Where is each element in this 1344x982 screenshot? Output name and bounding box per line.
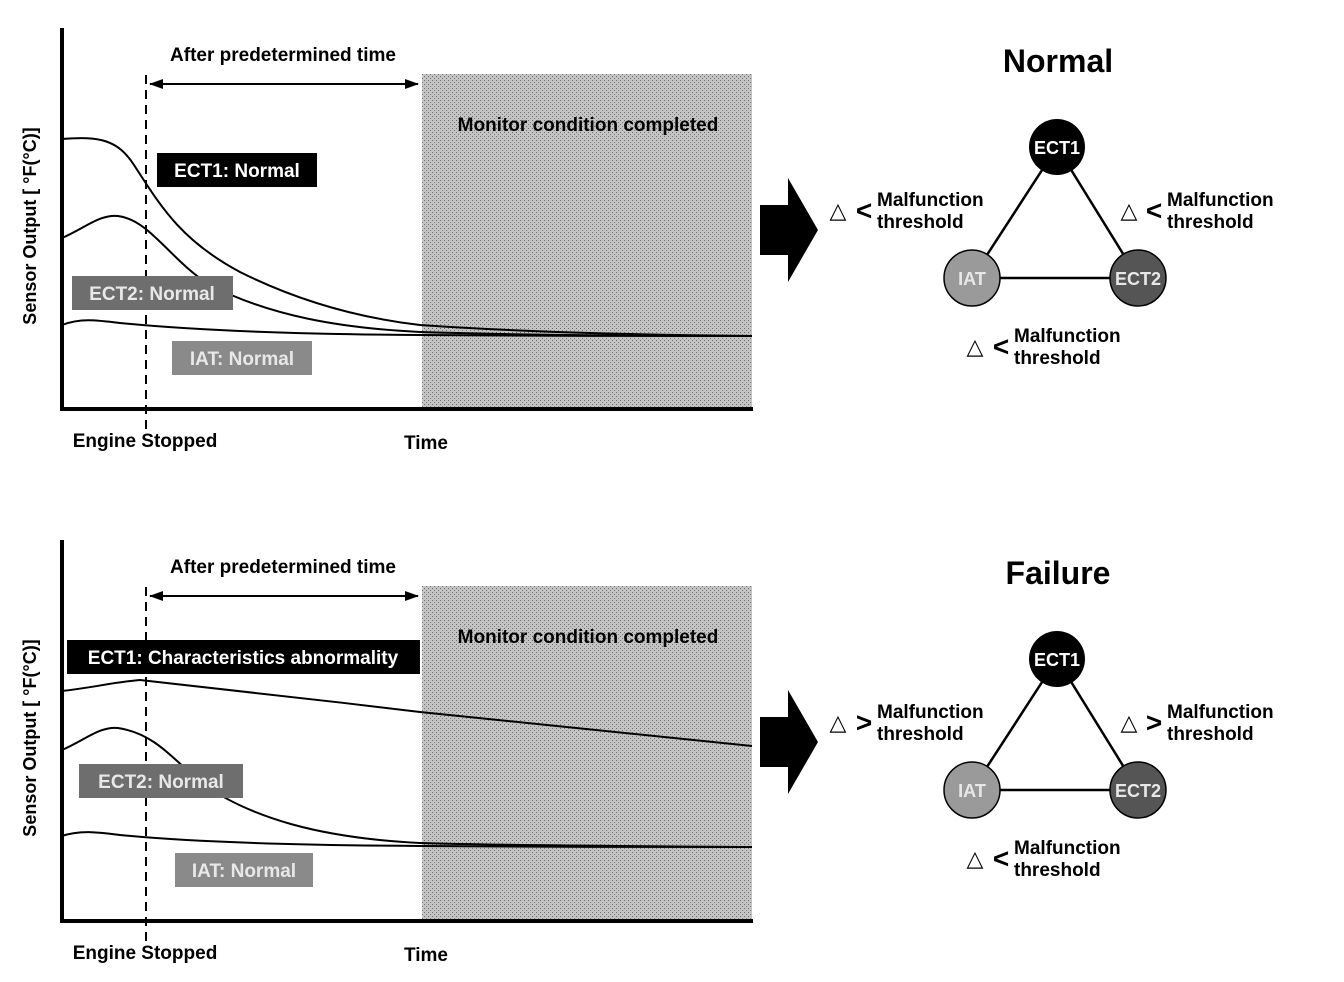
node-ect2-label: ECT2 (1115, 781, 1161, 801)
node-iat-label: IAT (958, 781, 986, 801)
threshold-line1: Malfunction (1014, 326, 1121, 347)
ect2-tag (79, 764, 243, 798)
ect1-tag-label: ECT1: Characteristics abnormality (88, 648, 399, 669)
result-arrow (760, 178, 818, 282)
ect1-curve (61, 137, 753, 337)
monitor-label: Monitor condition completed (458, 115, 719, 136)
delta-symbol: △ (1121, 198, 1138, 223)
node-ect2 (1109, 249, 1167, 307)
node-ect1-label: ECT1 (1034, 650, 1080, 670)
ect1-curve (61, 678, 753, 747)
panel-normal: Monitor condition completed Sensor Outpu… (20, 28, 1274, 454)
threshold-line1: Malfunction (877, 702, 984, 723)
node-ect1 (1029, 631, 1085, 687)
threshold-line2: threshold (1167, 212, 1254, 233)
panel-failure: Monitor condition completed Sensor Outpu… (20, 540, 1274, 966)
ect2-curve (61, 726, 753, 848)
comparison-operator: > (1146, 707, 1162, 738)
edge-bottom-annotation: △ < Malfunction threshold (967, 326, 1121, 369)
comparison-operator: < (1146, 195, 1162, 226)
time-label: Time (404, 433, 448, 454)
node-iat (943, 761, 1001, 819)
threshold-line2: threshold (1014, 348, 1101, 369)
state-title: Failure (1006, 555, 1111, 591)
iat-curve (61, 831, 753, 848)
engine-stopped-label: Engine Stopped (73, 943, 218, 964)
delta-symbol: △ (1121, 710, 1138, 735)
threshold-line2: threshold (877, 212, 964, 233)
engine-stopped-label: Engine Stopped (73, 431, 218, 452)
node-ect2-label: ECT2 (1115, 269, 1161, 289)
node-ect1 (1029, 119, 1085, 175)
threshold-line2: threshold (1167, 724, 1254, 745)
ect1-tag (157, 153, 317, 187)
ect1-tag-label: ECT1: Normal (174, 161, 300, 182)
comparison-operator: < (993, 843, 1009, 874)
state-title: Normal (1003, 43, 1113, 79)
y-axis-label: Sensor Output [ °F(°C)] (20, 639, 40, 836)
iat-tag (172, 341, 312, 375)
iat-tag (175, 853, 313, 887)
ect2-tag-label: ECT2: Normal (98, 772, 224, 793)
monitor-area (422, 74, 752, 408)
threshold-line2: threshold (1014, 860, 1101, 881)
threshold-line1: Malfunction (1167, 702, 1274, 723)
node-iat-label: IAT (958, 269, 986, 289)
monitor-label: Monitor condition completed (458, 627, 719, 648)
interval-label: After predetermined time (170, 45, 396, 66)
delta-symbol: △ (830, 198, 847, 223)
monitor-area (422, 586, 752, 920)
threshold-line1: Malfunction (1014, 838, 1121, 859)
iat-tag-label: IAT: Normal (190, 349, 294, 370)
edge-right-annotation: △ > Malfunction threshold (1121, 702, 1274, 745)
edge-left-annotation: △ < Malfunction threshold (830, 190, 984, 233)
delta-symbol: △ (967, 846, 984, 871)
edge-bottom-annotation: △ < Malfunction threshold (967, 838, 1121, 881)
edge-right-annotation: △ < Malfunction threshold (1121, 190, 1274, 233)
y-axis-label: Sensor Output [ °F(°C)] (20, 127, 40, 324)
comparison-operator: > (856, 707, 872, 738)
node-iat (943, 249, 1001, 307)
ect2-tag-label: ECT2: Normal (89, 284, 215, 305)
delta-symbol: △ (830, 710, 847, 735)
iat-curve (61, 319, 753, 337)
node-ect2 (1109, 761, 1167, 819)
ect2-tag (72, 276, 233, 310)
interval-label: After predetermined time (170, 557, 396, 578)
node-ect1-label: ECT1 (1034, 138, 1080, 158)
iat-tag-label: IAT: Normal (192, 861, 296, 882)
time-label: Time (404, 945, 448, 966)
comparison-operator: < (993, 331, 1009, 362)
edge-left-annotation: △ > Malfunction threshold (830, 702, 984, 745)
threshold-line2: threshold (877, 724, 964, 745)
delta-symbol: △ (967, 334, 984, 359)
threshold-line1: Malfunction (877, 190, 984, 211)
result-arrow (760, 690, 818, 794)
comparison-operator: < (856, 195, 872, 226)
ect1-tag (67, 640, 420, 674)
threshold-line1: Malfunction (1167, 190, 1274, 211)
